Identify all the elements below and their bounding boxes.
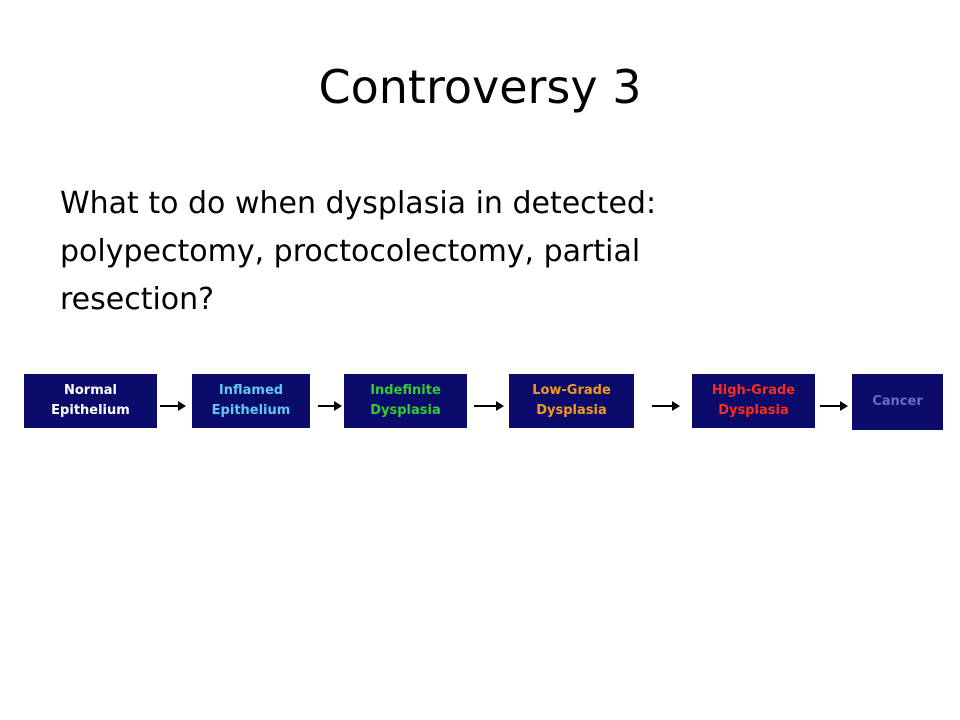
stage-label-line2: Dysplasia [536,403,607,418]
flow-arrow-5 [820,401,848,411]
stage-label-line2: Dysplasia [718,403,789,418]
stage-label-line2: Epithelium [211,403,291,418]
flow-arrow-2 [318,401,342,411]
stage-label-line1: Inflamed [218,383,284,398]
flow-arrow-1 [160,401,186,411]
stage-label-line1: Normal [64,383,117,398]
stage-cancer: Cancer [852,374,943,430]
flow-arrow-3 [474,401,504,411]
stage-label-line1: High-Grade [711,383,796,398]
stage-low-grade-dysplasia: Low-Grade Dysplasia [509,374,634,428]
slide-title: Controversy 3 [318,60,642,114]
slide-body-text: What to do when dysplasia in detected: p… [60,186,657,317]
stage-label-line1: Indefinite [370,383,441,398]
stage-label-line1: Cancer [872,394,923,409]
stage-indefinite-dysplasia: Indefinite Dysplasia [344,374,467,428]
stage-label-line1: Low-Grade [532,383,611,398]
stage-normal-epithelium: Normal Epithelium [24,374,157,428]
progression-flow-diagram: Normal Epithelium Inflamed Epithelium In… [0,374,960,430]
stage-label-line2: Epithelium [51,403,130,418]
flow-arrow-4 [652,401,680,411]
stage-high-grade-dysplasia: High-Grade Dysplasia [692,374,815,428]
stage-label-line2: Dysplasia [370,403,441,418]
stage-inflamed-epithelium: Inflamed Epithelium [192,374,310,428]
